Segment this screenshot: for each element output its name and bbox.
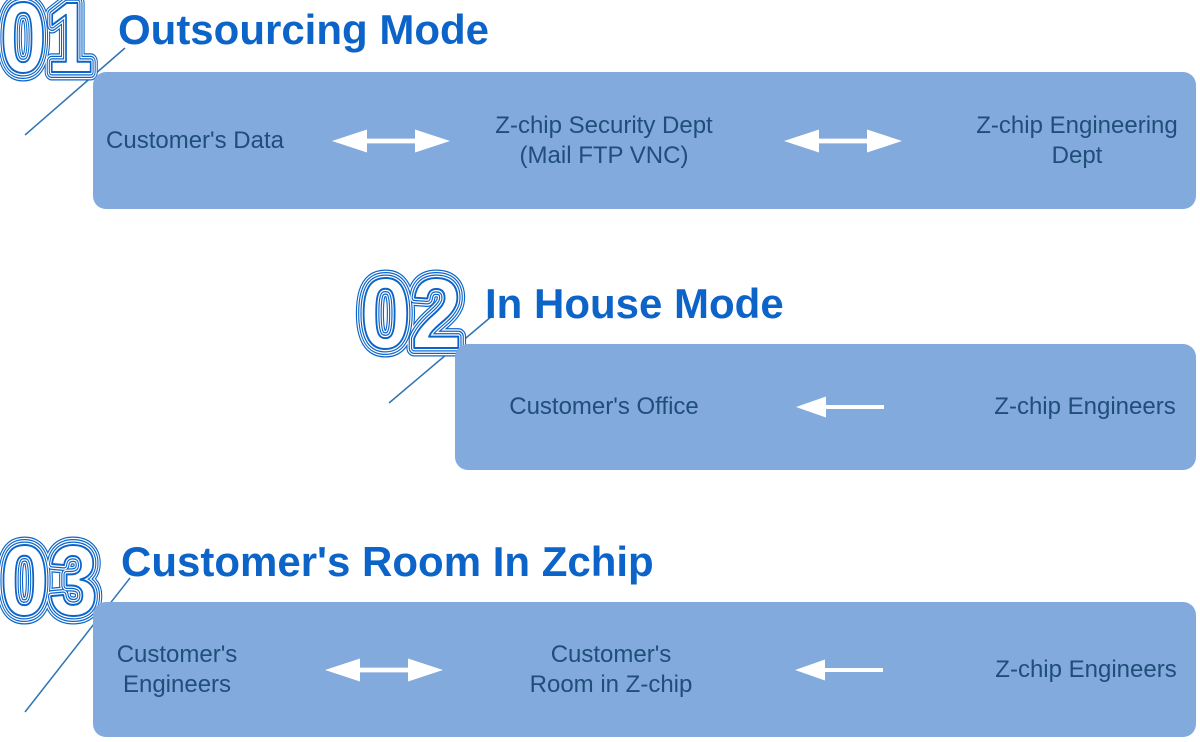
connector-line-1 <box>24 47 126 136</box>
connector-line-2 <box>388 315 493 404</box>
connector-line-3 <box>24 577 131 713</box>
